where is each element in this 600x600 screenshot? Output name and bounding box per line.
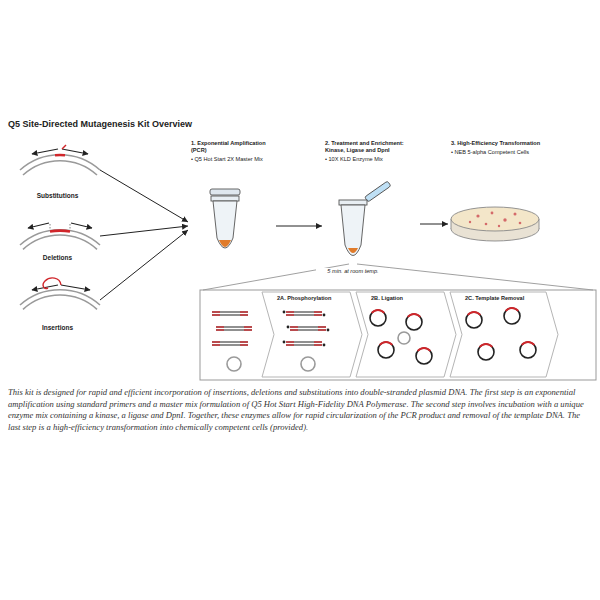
substep-chevron: 2A. Phosphorylation [262, 292, 362, 377]
template-plasmid [398, 332, 410, 344]
detail-panel [200, 290, 596, 380]
reaction-mix [219, 240, 231, 247]
ligated-plasmid [378, 341, 394, 358]
primer [71, 223, 92, 228]
ligated-plasmid [370, 309, 386, 326]
pcr-product [283, 311, 326, 317]
template-plasmid [301, 357, 315, 371]
chevron-outline [450, 292, 558, 377]
primer [62, 149, 88, 154]
primer [32, 285, 58, 290]
chevron-outline [262, 292, 362, 377]
reaction-mix [348, 248, 358, 253]
colonies [469, 212, 522, 228]
mutation-site [55, 154, 65, 157]
step-heading: 2A. Phosphorylation [277, 295, 348, 302]
deletion-plasmid [20, 223, 100, 249]
ligated-plasmid [478, 343, 494, 360]
ligated-plasmid [466, 311, 482, 328]
substep-chevron: 2B. Ligation [356, 292, 456, 377]
step-heading: 3. High-Efficiency Transformation [451, 140, 570, 147]
flow-arrow [100, 226, 188, 236]
primer [28, 223, 49, 228]
panel-illustration [212, 307, 536, 371]
plasmid-strand [23, 295, 97, 309]
step-heading: Deletions [43, 254, 72, 262]
step-heading: Substitutions [37, 192, 79, 200]
pcr-tube [210, 189, 240, 248]
step-heading: 1. Exponential Amplification (PCR) [191, 140, 273, 154]
step-block: 1. Exponential Amplification (PCR) • Q5 H… [188, 138, 276, 260]
template-plasmid [227, 357, 241, 371]
pcr-product [212, 312, 248, 315]
pcr-product [216, 327, 252, 330]
pcr-product [283, 341, 326, 347]
reagent-note: • NEB 5-alpha Competent Cells [451, 149, 570, 156]
mismatch [62, 145, 66, 149]
deleted-region [50, 229, 70, 232]
ligated-plasmid [406, 313, 422, 330]
flow-arrow [276, 226, 322, 227]
tube-body [341, 205, 365, 256]
insert-tail [43, 278, 61, 289]
guide-line [50, 224, 70, 230]
chevron-outline [262, 292, 362, 377]
substitution-plasmid [20, 145, 100, 175]
tube-lid [210, 189, 240, 195]
reagent-note: • Q5 Hot Start 2X Master Mix [191, 156, 273, 163]
pcr-product [287, 326, 330, 332]
step-heading: 2. Treatment and Enrichment: Kinase, Lig… [325, 140, 417, 154]
flow-arrow [420, 224, 448, 225]
chevron-outline [356, 292, 456, 377]
tube-body [213, 201, 237, 248]
mutation-type: Substitutions [15, 140, 100, 202]
primer [61, 285, 90, 290]
step-block: 2. Treatment and Enrichment: Kinase, Lig… [322, 138, 420, 268]
step-heading: Insertions [42, 324, 73, 332]
primer [32, 149, 58, 154]
step-block: 3. High-Efficiency Transformation • NEB 5… [448, 138, 573, 248]
mutation-type: Insertions [15, 268, 100, 334]
mutation-type: Deletions [15, 208, 100, 264]
caption: This kit is designed for rapid and effic… [8, 387, 588, 433]
agar [451, 207, 539, 231]
step-heading: 2C. Template Removal [465, 295, 544, 302]
chevron-outline [356, 292, 456, 377]
ligated-plasmid [520, 341, 536, 358]
reagent-note: • 10X KLD Enzyme Mix [325, 156, 417, 163]
time-note: 5 min. at room temp. [316, 268, 390, 274]
chevron-outline [450, 292, 558, 377]
pcr-product [212, 342, 248, 345]
petri-dish [451, 207, 539, 241]
flow-arrow [100, 230, 188, 300]
tube-rim [339, 200, 367, 205]
ligated-plasmid [504, 307, 520, 324]
plasmid-strand [23, 235, 97, 249]
insertion-plasmid [20, 278, 100, 309]
plasmid-strand [23, 161, 97, 175]
zoom-line [203, 264, 593, 290]
kld-tube [339, 181, 391, 255]
title: Q5 Site-Directed Mutagenesis Kit Overvie… [8, 119, 192, 129]
step-heading: 2B. Ligation [371, 295, 442, 302]
ligated-plasmid [416, 347, 432, 364]
flow-arrow [100, 170, 188, 222]
substep-chevron: 2C. Template Removal [450, 292, 558, 377]
tube-rim [211, 196, 239, 201]
tube-lid [365, 181, 391, 202]
